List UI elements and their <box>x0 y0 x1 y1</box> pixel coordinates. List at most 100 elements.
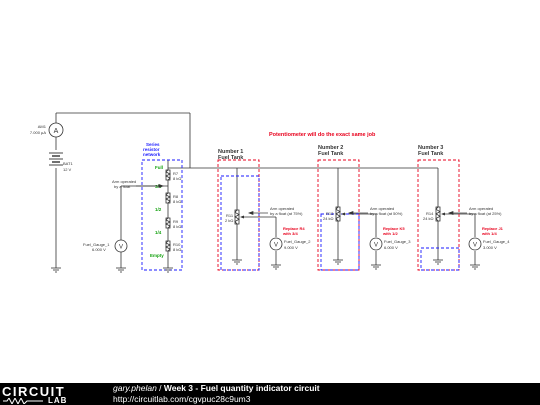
svg-text:A: A <box>54 128 59 135</box>
svg-text:V: V <box>473 243 477 249</box>
r8-name: R8 <box>173 194 179 199</box>
footer-title-line: gary.phelan / Week 3 - Fuel quantity ind… <box>113 383 320 393</box>
tank2-replace-line2: with 1/2 <box>382 231 398 236</box>
tank3-note-line1: Arm operated <box>469 206 493 211</box>
ground-icon <box>371 264 381 270</box>
tank3-note-line2: by a float (at 25%) <box>469 211 502 216</box>
tank3-gauge-value: 3.000 V <box>483 245 497 250</box>
tank2-note-line1: Arm operated <box>370 206 394 211</box>
tank3-note-arrow <box>448 210 467 216</box>
tank2-wiper-arrow <box>341 212 345 216</box>
tank1-title-line2: Fuel Tank <box>218 155 244 161</box>
ground-icon <box>333 259 343 265</box>
tank3-potentiometer <box>435 206 441 222</box>
level-empty: Empty <box>150 253 164 258</box>
r9-name: R9 <box>173 219 179 224</box>
ammeter-value: 7.000 µA <box>30 130 46 135</box>
group-boxes <box>141 159 460 271</box>
ground-icon <box>470 264 480 270</box>
tank1-wiper-arrow <box>240 215 244 219</box>
title-separator: / <box>156 383 164 393</box>
logo-text-bottom: LAB <box>48 396 68 405</box>
r10-name: R10 <box>173 242 181 247</box>
float-arrow <box>136 183 164 189</box>
tank3-level-box <box>420 247 460 271</box>
circuitlab-logo[interactable]: CIRCUIT LAB <box>2 384 94 405</box>
gauge-main-name: Fuel_Gauge_1 <box>83 242 110 247</box>
tank3-pot-name: R14 <box>426 211 434 216</box>
logo-wave-icon <box>3 398 43 404</box>
tank3-replace-line2: with 1/4 <box>481 231 497 236</box>
tank1-replace-line2: with 3/4 <box>282 231 298 236</box>
float-note-line2: by a float <box>114 184 131 189</box>
ground-symbols <box>51 259 480 273</box>
battery-value: 12 V <box>63 167 72 172</box>
ammeter-symbol: A <box>48 122 64 138</box>
r10-value: 8 kΩ <box>173 247 181 252</box>
tank1-gauge-symbol: V <box>269 237 283 251</box>
r9-value: 8 kΩ <box>173 224 181 229</box>
tank1-pot-name: R11 <box>226 213 234 218</box>
logo-text-top: CIRCUIT <box>2 384 66 399</box>
ladder-caption-line1: Series <box>146 142 160 147</box>
tank2-note-line2: by a float (at 50%) <box>370 211 403 216</box>
gauge-main-value: 6.000 V <box>92 247 106 252</box>
tank2-gauge-name: Fuel_Gauge_3 <box>384 239 411 244</box>
author-link[interactable]: gary.phelan <box>113 383 157 393</box>
gauge-main-symbol: V <box>114 239 128 253</box>
ground-icon <box>271 264 281 270</box>
battery-name: BAT1 <box>63 161 73 166</box>
float-note-line1: Arm operated <box>112 179 136 184</box>
tank2-gauge-symbol: V <box>369 237 383 251</box>
tank2-pot-value: 24 kΩ <box>323 216 334 221</box>
tank1-note-line1: Arm operated <box>270 206 294 211</box>
circuit-url-link[interactable]: http://circuitlab.com/cgvpuc28c9um3 <box>113 394 251 404</box>
level-three-quarter: 3/4 <box>155 184 162 189</box>
ground-icon <box>116 267 126 273</box>
footer-bar: CIRCUIT LAB gary.phelan / Week 3 - Fuel … <box>0 383 540 405</box>
ground-icon <box>433 259 443 265</box>
r7-value: 8 kΩ <box>173 176 181 181</box>
r8-value: 8 kΩ <box>173 199 181 204</box>
tank1-potentiometer <box>234 209 240 225</box>
ladder-box <box>141 159 183 271</box>
circuit-title: Week 3 - Fuel quantity indicator circuit <box>163 383 320 393</box>
tank2-pot-name: R13 <box>326 211 334 216</box>
svg-text:V: V <box>119 245 123 251</box>
ground-icon <box>51 267 61 273</box>
svg-text:V: V <box>374 243 378 249</box>
tank1-gauge-name: Fuel_Gauge_2 <box>284 239 311 244</box>
diagram-heading: Potentiometer will do the exact same job <box>269 132 376 138</box>
level-quarter: 1/4 <box>155 230 162 235</box>
tank2-level-box <box>320 213 360 271</box>
tank1-replace-line1: Replace R4 <box>283 226 305 231</box>
tank3-wiper-arrow <box>441 212 445 216</box>
tank3-title-line2: Fuel Tank <box>418 151 444 157</box>
tank1-gauge-value: 9.000 V <box>284 245 298 250</box>
ammeter-name: AM1 <box>38 124 47 129</box>
tank3-pot-value: 24 kΩ <box>423 216 434 221</box>
tank2-title-line1: Number 2 <box>318 145 343 151</box>
tank2-title-line2: Fuel Tank <box>318 151 344 157</box>
level-half: 1/2 <box>155 207 162 212</box>
svg-text:V: V <box>274 243 278 249</box>
ladder-caption-line3: network <box>143 152 161 157</box>
tank1-note-arrow <box>248 210 268 216</box>
battery-symbol <box>49 150 63 168</box>
tank2-outline <box>317 159 360 271</box>
ground-icon <box>163 267 173 273</box>
tank1-note-line2: by a float (at 75%) <box>270 211 303 216</box>
r7-name: R7 <box>173 171 179 176</box>
ground-icon <box>232 259 242 265</box>
tank3-gauge-symbol: V <box>468 237 482 251</box>
ladder-caption-line2: resistor <box>143 147 160 152</box>
circuit-schematic: A AM1 7.000 µA BAT1 12 V R7 8 kΩ R8 8 kΩ… <box>30 112 510 273</box>
ladder-resistors <box>165 169 171 252</box>
tank1-pot-value: 2 kΩ <box>225 218 233 223</box>
tank1-level-box <box>220 175 260 271</box>
tank3-title-line1: Number 3 <box>418 145 443 151</box>
level-full: Full <box>155 165 163 170</box>
tank2-gauge-value: 6.000 V <box>384 245 398 250</box>
tank3-gauge-name: Fuel_Gauge_4 <box>483 239 510 244</box>
tank2-note-arrow <box>348 210 368 216</box>
